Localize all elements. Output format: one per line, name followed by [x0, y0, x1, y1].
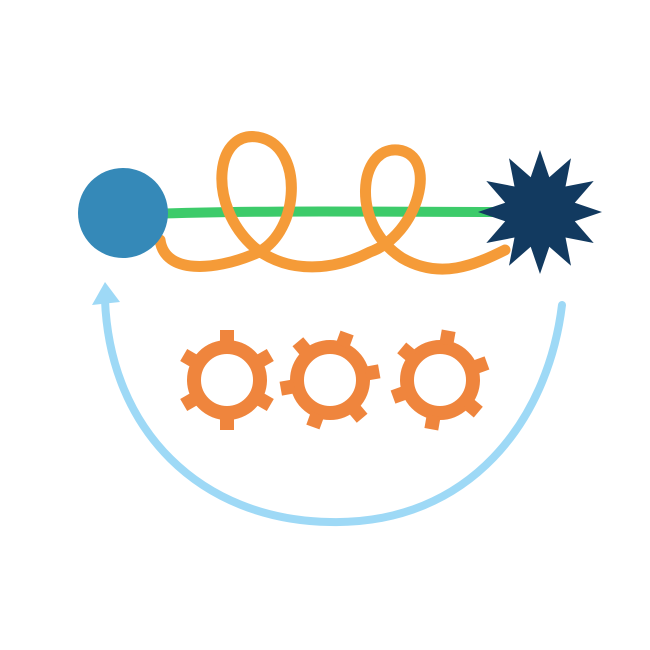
gear-tooth	[220, 416, 234, 430]
gear-tooth	[220, 330, 234, 344]
gear-tooth	[180, 391, 200, 412]
gear-ring	[290, 340, 370, 420]
gear-tooth	[390, 385, 409, 404]
start-node-circle	[78, 168, 168, 258]
gear-tooth	[424, 414, 441, 431]
gear-tooth	[364, 364, 381, 381]
gear-ring	[400, 340, 480, 420]
gear-tooth	[180, 348, 200, 369]
gear-icon	[279, 330, 381, 430]
straight-link	[145, 206, 515, 219]
gear-row	[180, 329, 490, 431]
gear-tooth	[254, 348, 274, 369]
gear-tooth	[347, 403, 368, 423]
gear-tooth	[292, 337, 313, 357]
gear-tooth	[335, 330, 354, 349]
gear-tooth	[306, 411, 325, 430]
gear-tooth	[439, 329, 456, 346]
gear-icon	[180, 330, 274, 430]
gear-ring	[187, 340, 267, 420]
gear-tooth	[471, 356, 490, 375]
return-arrow-head	[92, 282, 120, 305]
gear-tooth	[254, 391, 274, 412]
gear-tooth	[397, 342, 417, 363]
looping-link	[154, 131, 511, 275]
gear-icon	[390, 329, 490, 431]
return-arrow-path	[101, 296, 566, 527]
gear-tooth	[279, 379, 296, 396]
gear-tooth	[463, 397, 483, 418]
end-node-star	[478, 150, 602, 274]
